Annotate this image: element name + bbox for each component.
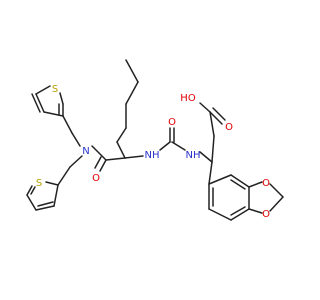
- bond: [208, 208, 232, 221]
- bond: [208, 174, 232, 185]
- bond: [209, 111, 215, 137]
- bond: [159, 141, 171, 151]
- atom-label-sulfur-lower: S: [36, 178, 42, 189]
- bond: [43, 111, 64, 117]
- bond: [116, 141, 126, 159]
- bond: [31, 93, 41, 113]
- atom-label-amide-oxygen: O: [92, 173, 100, 184]
- bond: [212, 107, 226, 121]
- bond: [230, 208, 250, 221]
- bond: [105, 157, 126, 161]
- atom-label-dioxole-oxygen-top: O: [262, 178, 270, 189]
- bond: [269, 196, 284, 212]
- bond: [26, 194, 37, 211]
- bond: [62, 115, 73, 134]
- atom-label-acid-oxygen: O: [225, 122, 233, 133]
- molecule-structure: HO O O NH NH N O O O S S: [0, 0, 300, 300]
- atom-label-nh-left: NH: [145, 150, 160, 161]
- bond: [37, 201, 54, 207]
- bond: [116, 127, 127, 143]
- bond: [211, 135, 215, 163]
- bond: [69, 155, 83, 168]
- atom-label-dioxole-oxygen-bottom: O: [262, 209, 270, 220]
- atom-label-nh-right: NH: [186, 150, 201, 161]
- atom-label-amide-nitrogen: N: [82, 146, 89, 157]
- bond: [199, 151, 213, 163]
- bond: [125, 59, 139, 83]
- bond: [45, 181, 59, 186]
- bond: [35, 205, 55, 211]
- bond: [209, 111, 223, 125]
- bond: [53, 184, 59, 207]
- canvas-background: [0, 0, 300, 300]
- bond: [269, 183, 284, 198]
- bond: [230, 174, 250, 188]
- bond: [171, 141, 186, 151]
- bond: [71, 132, 81, 147]
- bond: [94, 156, 102, 169]
- bond: [199, 102, 211, 113]
- bond: [91, 145, 107, 161]
- bond: [26, 185, 33, 196]
- bond: [57, 166, 71, 186]
- bond: [30, 186, 36, 195]
- bond: [230, 206, 246, 216]
- atom-label-sulfur-upper: S: [52, 84, 58, 95]
- bond: [124, 155, 144, 159]
- bond: [230, 179, 246, 190]
- bond: [248, 208, 263, 214]
- bond: [35, 85, 51, 95]
- bond: [99, 159, 107, 172]
- bond: [208, 161, 213, 185]
- atom-label-oh: HO: [180, 93, 196, 104]
- atom-label-urea-oxygen: O: [168, 117, 176, 128]
- bond: [125, 81, 139, 105]
- bond: [59, 92, 64, 105]
- bond-layer: [26, 59, 284, 221]
- bond: [248, 181, 263, 188]
- atom-label-layer: HO O O NH NH N O O O S S: [36, 84, 270, 220]
- bond: [35, 93, 45, 113]
